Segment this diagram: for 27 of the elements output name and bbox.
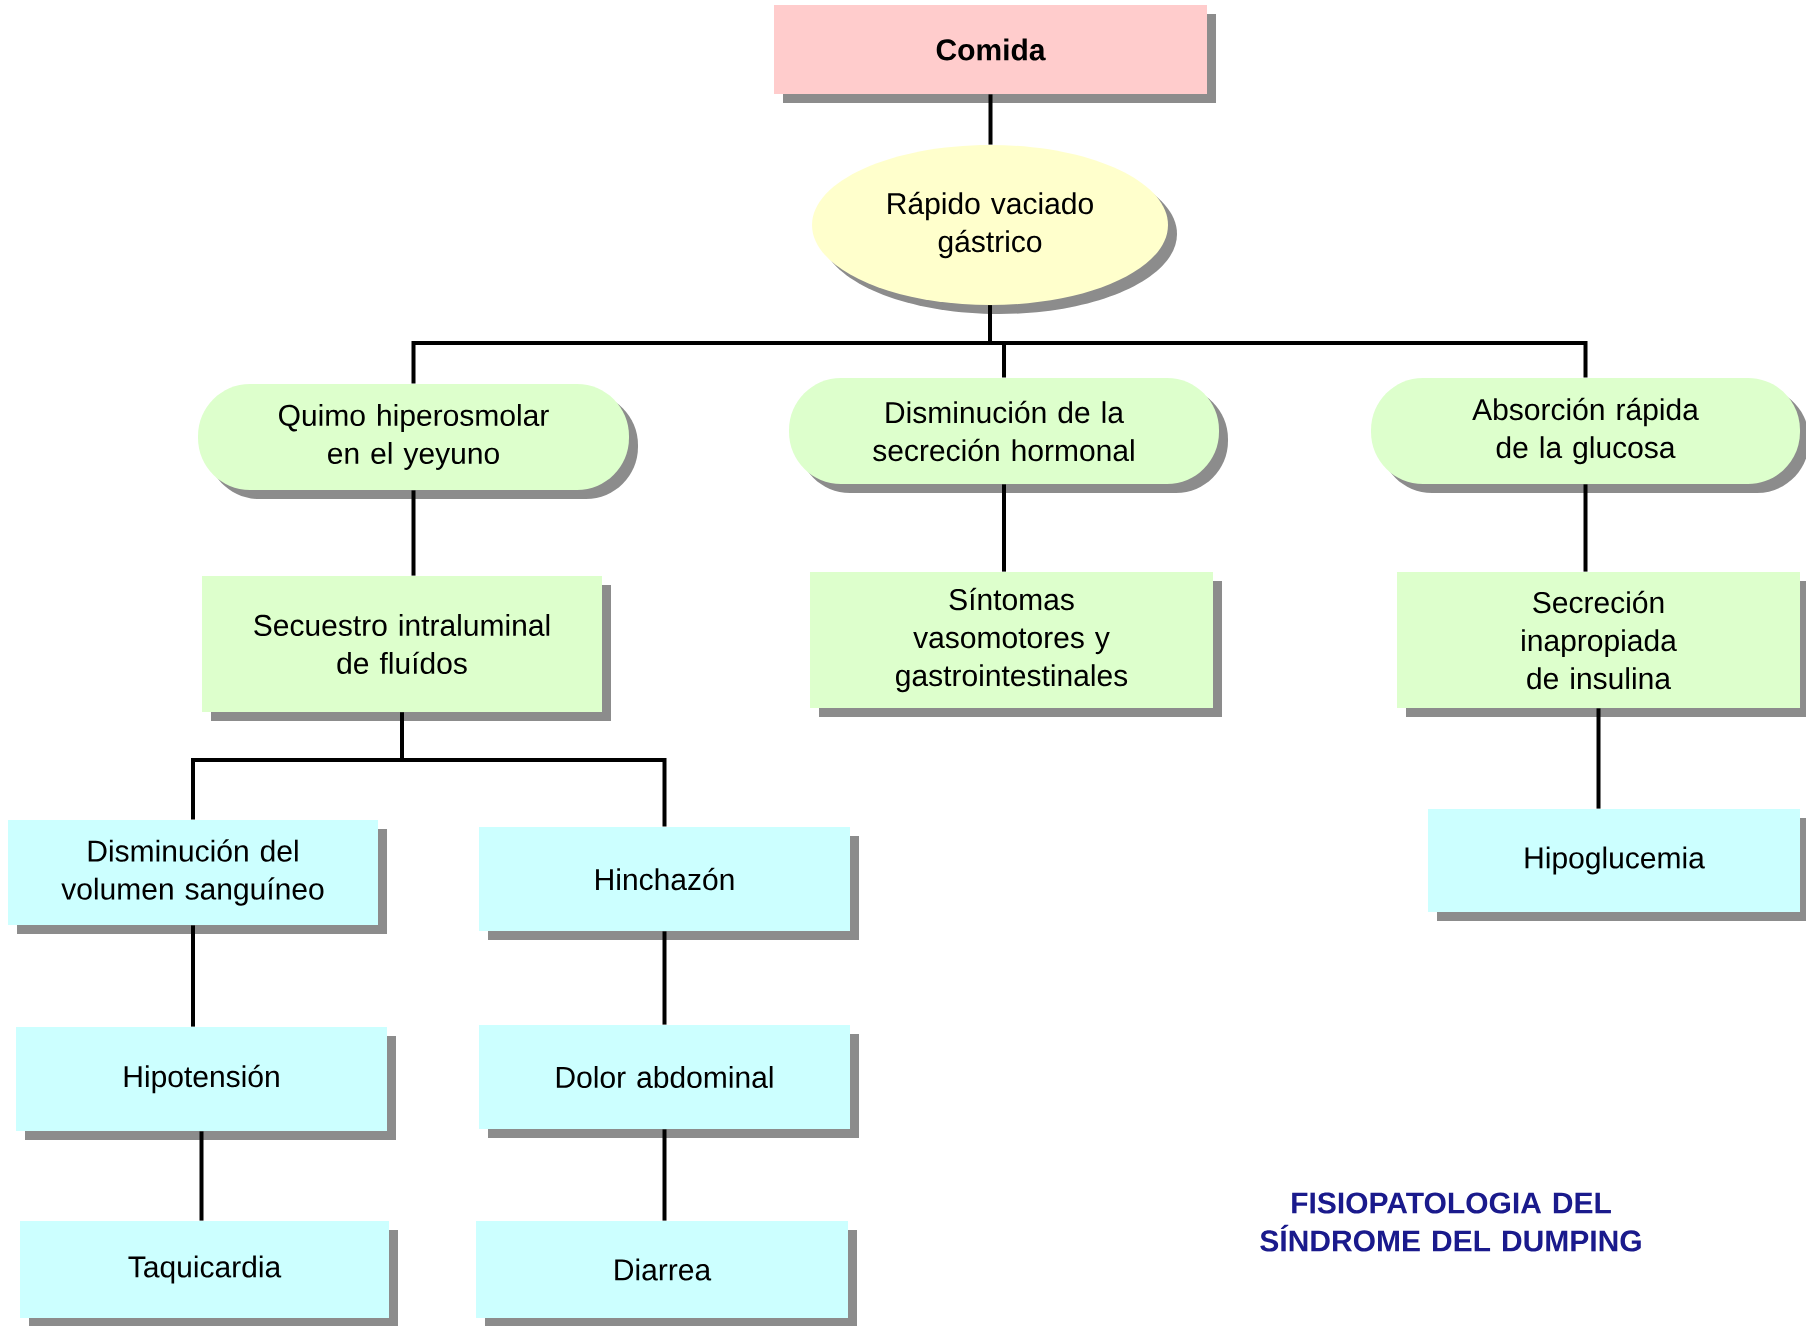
connector-line xyxy=(199,1131,204,1221)
process-box: Secuestro intraluminal de fluídos xyxy=(202,576,611,721)
connector-line xyxy=(191,925,195,1027)
process-box: Dolor abdominal xyxy=(479,1025,859,1138)
connector-line xyxy=(662,931,667,1025)
connector-line xyxy=(662,1129,667,1221)
process-box: Síntomas vasomotores y gastrointestinales xyxy=(810,572,1222,717)
title: FISIOPATOLOGIA DEL SÍNDROME DEL DUMPING xyxy=(1260,1192,1641,1252)
process-box: Comida xyxy=(774,5,1216,103)
connector-line xyxy=(1002,484,1006,572)
process-box: Secreción inapropiada de insulina xyxy=(1397,572,1806,717)
connector-line xyxy=(400,712,667,827)
oval-node: Rápido vaciado gástrico xyxy=(812,145,1177,314)
rounded-box: Disminución de la secreción hormonal xyxy=(789,378,1228,493)
process-box: Diarrea xyxy=(476,1221,857,1326)
connector-line xyxy=(411,490,416,576)
connector-line xyxy=(988,305,1588,378)
rounded-box: Quimo hiperosmolar en el yeyuno xyxy=(198,384,638,499)
connector-line xyxy=(1596,708,1601,809)
process-box: Hipoglucemia xyxy=(1428,809,1806,921)
process-box: Hipotensión xyxy=(16,1027,396,1140)
rounded-box: Absorción rápida de la glucosa xyxy=(1371,378,1806,493)
connector-line xyxy=(988,94,993,145)
connector-line xyxy=(1583,484,1588,572)
process-box: Taquicardia xyxy=(20,1221,398,1326)
process-box: Hinchazón xyxy=(479,827,859,940)
process-box: Disminución del volumen sanguíneo xyxy=(8,820,387,934)
